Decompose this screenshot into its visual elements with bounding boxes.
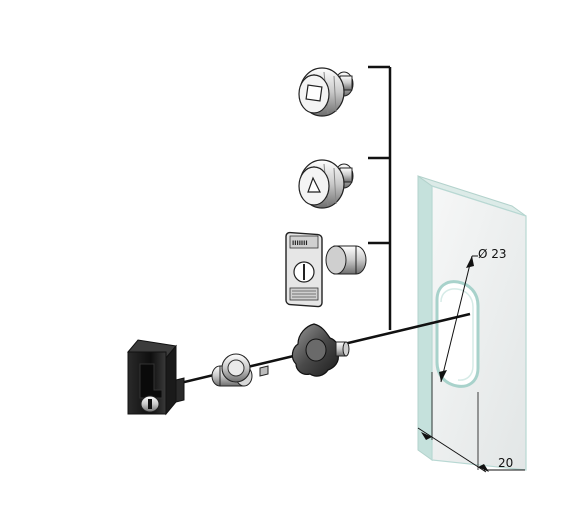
arrow-head-icon — [439, 370, 447, 382]
diameter-label: Ø 23 — [478, 247, 507, 261]
square-insert — [298, 67, 354, 117]
insert-brand-mark: IIIIIII — [292, 240, 308, 247]
padlock-handle-insert: IIIIIII — [285, 231, 367, 308]
panel-cutout — [435, 280, 480, 388]
arrow-head-icon — [466, 256, 474, 268]
width-label: 20 — [498, 456, 513, 470]
keyhole-icon — [148, 399, 152, 409]
square-recess-icon — [305, 84, 323, 102]
door-panel — [417, 175, 527, 471]
options-bracket — [368, 65, 392, 330]
lock-body — [127, 339, 185, 416]
triangle-insert — [298, 159, 354, 209]
arrow-head-icon — [421, 432, 432, 440]
star-knob — [291, 323, 350, 377]
spindle-connector — [211, 353, 269, 387]
triangle-recess-icon — [307, 176, 321, 193]
dimension-annotations: Ø 23 20 — [417, 247, 525, 473]
